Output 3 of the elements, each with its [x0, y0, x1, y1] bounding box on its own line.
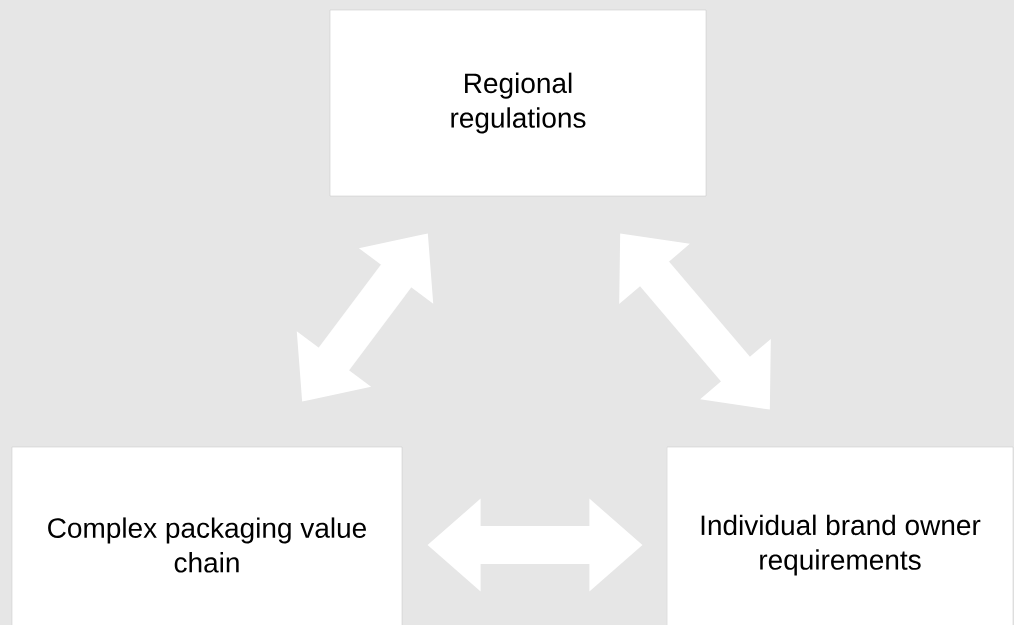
text-box: Individual brand owner requirements — [666, 446, 1014, 625]
text-box: Regional regulations — [329, 9, 707, 197]
text-box: Complex packaging value chain — [11, 446, 403, 625]
